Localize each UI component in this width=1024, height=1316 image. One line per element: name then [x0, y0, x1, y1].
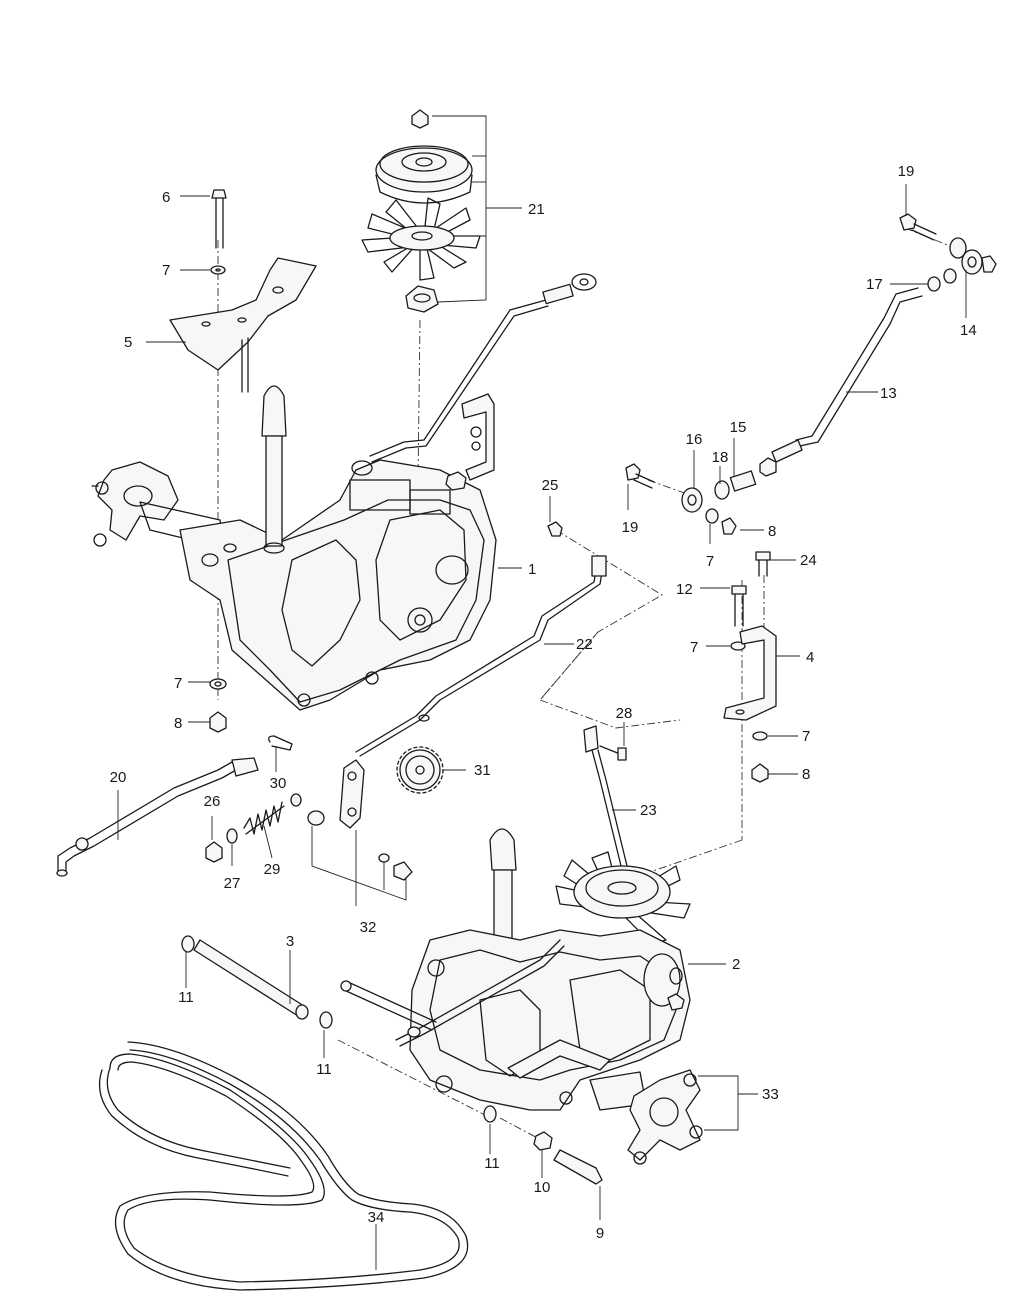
callout-33: 33 — [762, 1086, 779, 1103]
callout-29: 29 — [264, 861, 281, 878]
callout-7: 7 — [174, 675, 182, 692]
callout-27: 27 — [224, 875, 241, 892]
callout-19: 19 — [622, 519, 639, 536]
callout-23: 23 — [640, 802, 657, 819]
callout-10: 10 — [534, 1179, 551, 1196]
callout-28: 28 — [616, 705, 633, 722]
bracket-4-group — [723, 551, 777, 783]
callout-7: 7 — [162, 262, 170, 279]
cam-sprocket-group — [307, 746, 444, 906]
callout-6: 6 — [162, 189, 170, 206]
rod-23-group — [583, 725, 629, 871]
callout-32: 32 — [360, 919, 377, 936]
callout-25: 25 — [542, 477, 559, 494]
callout-5: 5 — [124, 334, 132, 351]
callout-8: 8 — [802, 766, 810, 783]
pulley-fan-assembly — [361, 109, 522, 313]
callout-8: 8 — [768, 523, 776, 540]
spring-group — [205, 735, 302, 863]
callout-31: 31 — [474, 762, 491, 779]
callout-2: 2 — [732, 956, 740, 973]
sprocket — [396, 746, 444, 794]
callout-3: 3 — [286, 933, 294, 950]
callout-18: 18 — [712, 449, 729, 466]
callout-numbers: 19 21 6 7 17 14 5 13 16 15 18 25 19 8 7 … — [110, 163, 977, 1242]
callout-16: 16 — [686, 431, 703, 448]
callout-13: 13 — [880, 385, 897, 402]
callout-21: 21 — [528, 201, 545, 218]
callout-7: 7 — [706, 553, 714, 570]
callout-12: 12 — [676, 581, 693, 598]
axle-rod-3 — [181, 935, 603, 1185]
callout-1: 1 — [528, 561, 536, 578]
control-rod-upper — [351, 273, 597, 476]
callout-4: 4 — [806, 649, 814, 666]
right-transaxle — [340, 828, 758, 1165]
callout-26: 26 — [204, 793, 221, 810]
rod-22-group — [355, 521, 607, 757]
callout-leaders — [117, 184, 967, 1270]
callout-7: 7 — [690, 639, 698, 656]
bracket-5-group — [169, 189, 317, 393]
rod-20 — [56, 757, 259, 877]
callout-30: 30 — [270, 775, 287, 792]
left-transaxle — [91, 385, 522, 711]
callout-34: 34 — [368, 1209, 385, 1226]
callout-11: 11 — [316, 1061, 332, 1078]
right-linkage — [625, 213, 997, 535]
callout-19: 19 — [898, 163, 915, 180]
callout-15: 15 — [730, 419, 747, 436]
callout-17: 17 — [866, 276, 883, 293]
callout-9: 9 — [596, 1225, 604, 1242]
callout-7: 7 — [802, 728, 810, 745]
callout-24: 24 — [800, 552, 817, 569]
callout-8: 8 — [174, 715, 182, 732]
callout-22: 22 — [576, 636, 593, 653]
callout-14: 14 — [960, 322, 977, 339]
callout-11: 11 — [178, 989, 194, 1006]
callout-11: 11 — [484, 1155, 500, 1172]
callout-20: 20 — [110, 769, 127, 786]
fastener-group-left — [209, 678, 227, 733]
drive-belt — [98, 1041, 469, 1291]
